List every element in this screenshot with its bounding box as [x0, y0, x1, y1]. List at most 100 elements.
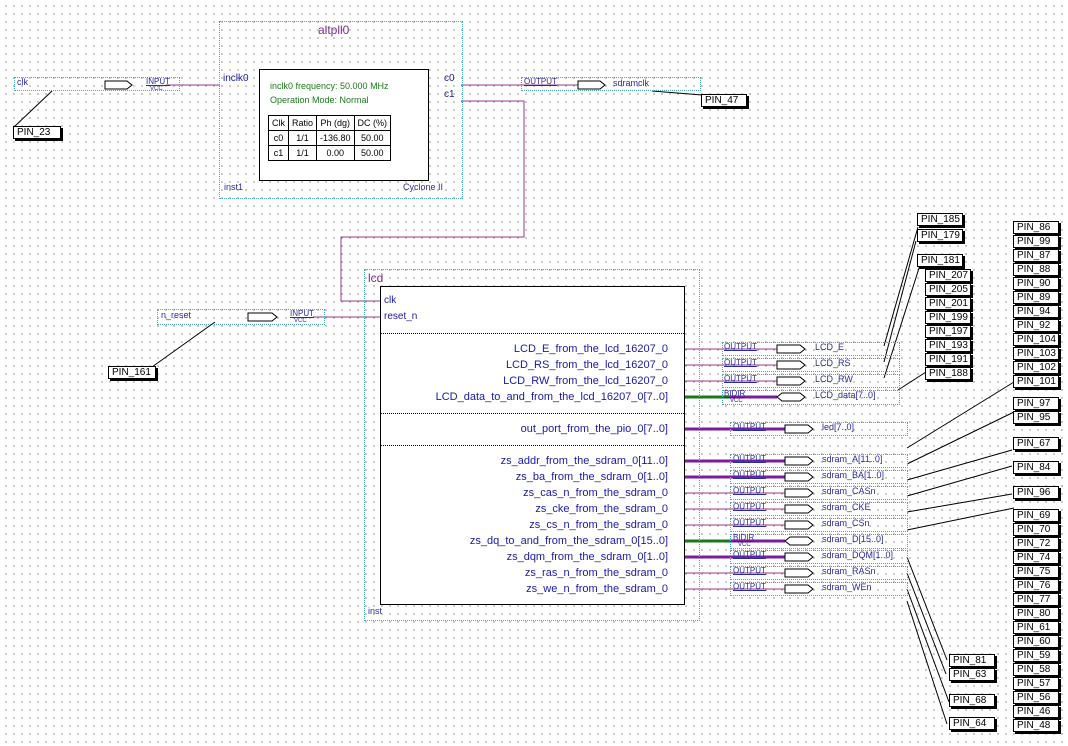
output-pin-name: sdram_CKE: [822, 502, 871, 512]
pll-th: DC (%): [353, 115, 392, 131]
pll-td: 1/1: [287, 130, 318, 146]
pin-box[interactable]: PIN_80: [1013, 607, 1059, 620]
pin-box[interactable]: PIN_56: [1013, 691, 1059, 704]
lcd-out-port: LCD_data_to_and_from_the_lcd_16207_0[7..…: [435, 391, 668, 403]
output-pin-outline: [730, 582, 908, 596]
pin-box[interactable]: PIN_57: [1013, 677, 1059, 690]
output-pin-kw: OUTPUT: [724, 374, 757, 383]
output-pin-outline: [730, 486, 908, 500]
pin-clk[interactable]: PIN_23: [13, 126, 61, 139]
bidir-pin-kw: BIDIR: [724, 389, 746, 398]
lcd-out-port: zs_dqm_from_the_sdram_0[1..0]: [506, 551, 668, 563]
pin-box[interactable]: PIN_188: [925, 367, 971, 380]
pll-port-inclk0: inclk0: [223, 73, 249, 84]
pin-box[interactable]: PIN_67: [1013, 437, 1059, 450]
pin-box[interactable]: PIN_185: [917, 213, 963, 226]
pll-port-c0: c0: [444, 73, 455, 84]
pin-box[interactable]: PIN_90: [1013, 277, 1059, 290]
pin-box[interactable]: PIN_94: [1013, 305, 1059, 318]
pin-box[interactable]: PIN_75: [1013, 565, 1059, 578]
pin-box[interactable]: PIN_74: [1013, 551, 1059, 564]
pin-box[interactable]: PIN_63: [949, 668, 995, 681]
pll-title: altpll0: [318, 23, 350, 37]
pin-box[interactable]: PIN_58: [1013, 663, 1059, 676]
reset-input-outline: [157, 309, 325, 325]
output-pin-kw: OUTPUT: [733, 582, 766, 591]
pin-box[interactable]: PIN_95: [1013, 411, 1059, 424]
pin-box[interactable]: PIN_84: [1013, 461, 1059, 474]
pin-box[interactable]: PIN_60: [1013, 635, 1059, 648]
output-pin-name: sdram_BA[1..0]: [822, 470, 885, 480]
pin-box[interactable]: PIN_101: [1013, 375, 1059, 388]
pin-box[interactable]: PIN_207: [925, 269, 971, 282]
pin-box[interactable]: PIN_99: [1013, 235, 1059, 248]
lcd-out-port: LCD_RS_from_the_lcd_16207_0: [505, 359, 668, 371]
pin-box[interactable]: PIN_77: [1013, 593, 1059, 606]
output-pin-name: sdram_A[11..0]: [822, 454, 883, 464]
bidir-vcc: VCC: [738, 542, 751, 548]
pin-box[interactable]: PIN_103: [1013, 347, 1059, 360]
pin-box[interactable]: PIN_81: [949, 654, 995, 667]
pin-box[interactable]: PIN_70: [1013, 523, 1059, 536]
pin-box[interactable]: PIN_89: [1013, 291, 1059, 304]
lcd-out-port: zs_cke_from_the_sdram_0: [535, 503, 668, 515]
output-pin-kw: OUTPUT: [724, 358, 757, 367]
output-pin-outline: [730, 518, 908, 532]
pll-td: 50.00: [353, 145, 392, 161]
lcd-inst: inst: [368, 606, 383, 616]
bidir-pin-outline: [730, 534, 908, 549]
pin-box[interactable]: PIN_88: [1013, 263, 1059, 276]
pin-box[interactable]: PIN_179: [917, 229, 963, 242]
pll-td: c1: [268, 145, 289, 161]
pin-box[interactable]: PIN_86: [1013, 221, 1059, 234]
pin-box[interactable]: PIN_61: [1013, 621, 1059, 634]
pin-box[interactable]: PIN_46: [1013, 705, 1059, 718]
output-pin-outline: [722, 358, 900, 372]
lcd-divider-3: [381, 445, 684, 446]
pin-box[interactable]: PIN_48: [1013, 719, 1059, 732]
lcd-title: lcd: [368, 271, 384, 285]
lcd-out-port: zs_ba_from_the_sdram_0[1..0]: [515, 471, 668, 483]
output-pin-kw: OUTPUT: [733, 470, 766, 479]
pll-outline: [219, 21, 463, 199]
output-pin-outline: [722, 342, 900, 356]
pin-box[interactable]: PIN_72: [1013, 537, 1059, 550]
bidir-pin-kw: BIDIR: [733, 533, 755, 542]
pin-box[interactable]: PIN_68: [949, 694, 995, 707]
pin-sdramclk[interactable]: PIN_47: [701, 94, 747, 107]
output-pin-kw: OUTPUT: [733, 550, 766, 559]
pin-box[interactable]: PIN_104: [1013, 333, 1059, 346]
lcd-out-port: LCD_E_from_the_lcd_16207_0: [513, 343, 668, 355]
pin-box[interactable]: PIN_59: [1013, 649, 1059, 662]
pin-box[interactable]: PIN_197: [925, 325, 971, 338]
pin-box[interactable]: PIN_102: [1013, 361, 1059, 374]
pll-th: Clk: [268, 115, 289, 131]
pin-box[interactable]: PIN_181: [917, 254, 963, 267]
pll-clock-table: Clk Ratio Ph (dg) DC (%) c0 1/1 -136.80 …: [268, 115, 392, 161]
pin-box[interactable]: PIN_76: [1013, 579, 1059, 592]
pin-box[interactable]: PIN_201: [925, 297, 971, 310]
clk-vcc: VCC: [150, 86, 163, 92]
output-pin-name: sdram_WEn: [822, 582, 872, 592]
pin-box[interactable]: PIN_64: [949, 717, 995, 730]
pin-reset[interactable]: PIN_161: [108, 366, 156, 379]
sdramclk-output-name: sdramclk: [613, 78, 650, 88]
lcd-out-port: zs_addr_from_the_sdram_0[11..0]: [500, 455, 668, 467]
lcd-outline: [364, 269, 700, 621]
pin-box[interactable]: PIN_193: [925, 339, 971, 352]
output-pin-kw: OUTPUT: [733, 566, 766, 575]
output-pin-outline: [730, 566, 908, 580]
pin-box[interactable]: PIN_205: [925, 283, 971, 296]
pin-box[interactable]: PIN_69: [1013, 509, 1059, 522]
pin-box[interactable]: PIN_92: [1013, 319, 1059, 332]
pin-box[interactable]: PIN_96: [1013, 486, 1059, 499]
lcd-divider-1: [381, 333, 684, 334]
pll-td: 0.00: [316, 145, 355, 161]
pll-td: 1/1: [287, 145, 318, 161]
pin-box[interactable]: PIN_199: [925, 311, 971, 324]
pin-box[interactable]: PIN_87: [1013, 249, 1059, 262]
pin-box[interactable]: PIN_191: [925, 353, 971, 366]
pin-box[interactable]: PIN_97: [1013, 397, 1059, 410]
output-pin-name: sdram_DQM[1..0]: [822, 550, 894, 560]
output-pin-outline: [730, 422, 908, 436]
